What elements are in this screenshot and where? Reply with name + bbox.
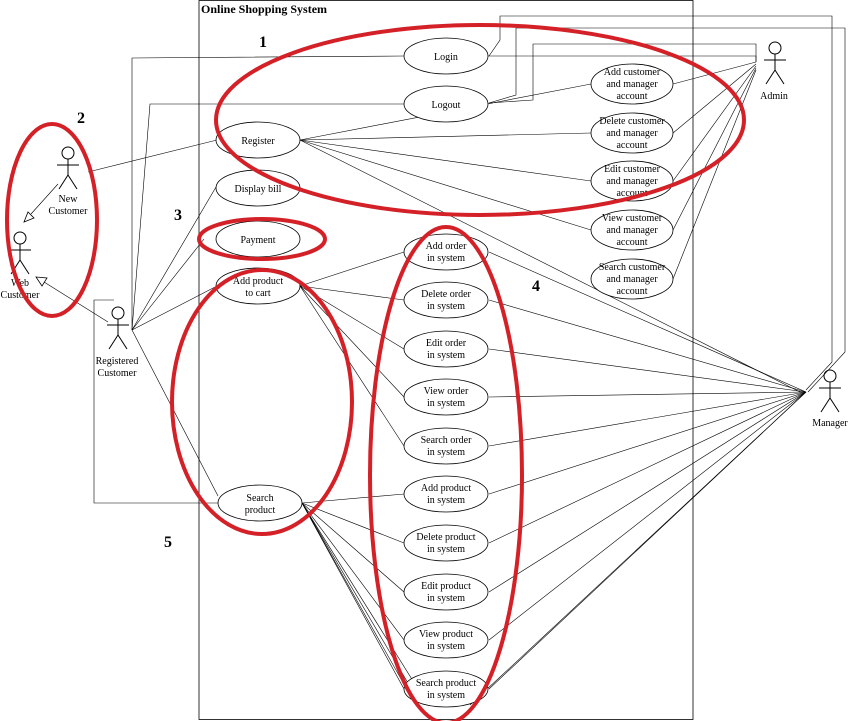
annotation-number-4: 4 xyxy=(532,278,540,295)
svg-text:Display bill: Display bill xyxy=(235,184,282,195)
svg-text:Register: Register xyxy=(241,136,275,147)
svg-text:Login: Login xyxy=(434,52,458,63)
system-boundary xyxy=(198,0,694,720)
use-case-login: Login xyxy=(403,37,489,75)
svg-text:Logout: Logout xyxy=(432,100,461,111)
actor-new-customer-icon xyxy=(57,146,79,190)
annotation-number-5: 5 xyxy=(164,534,172,551)
system-title: Online Shopping System xyxy=(201,2,327,16)
annotation-group-3 xyxy=(197,217,327,261)
annotation-group-4 xyxy=(368,225,524,721)
annotation-number-3: 3 xyxy=(174,207,182,224)
svg-text:Payment: Payment xyxy=(241,235,276,246)
annotation-group-5 xyxy=(170,268,354,536)
annotation-number-2: 2 xyxy=(77,110,85,127)
annotation-group-1 xyxy=(214,23,746,217)
actor-admin-icon xyxy=(764,41,786,85)
actor-manager-label: Manager xyxy=(812,418,848,429)
annotation-group-2 xyxy=(5,122,99,318)
actor-admin-label: Admin xyxy=(760,91,788,102)
annotation-number-1: 1 xyxy=(259,34,267,51)
use-case-payment: Payment xyxy=(215,220,301,258)
use-case-register: Register xyxy=(215,121,301,159)
generalization-new-to-web xyxy=(23,183,59,223)
actor-manager-icon xyxy=(819,369,841,413)
actor-registered-customer-icon xyxy=(107,306,129,350)
use-case-display-bill: Display bill xyxy=(215,169,301,207)
use-case-logout: Logout xyxy=(403,85,489,123)
